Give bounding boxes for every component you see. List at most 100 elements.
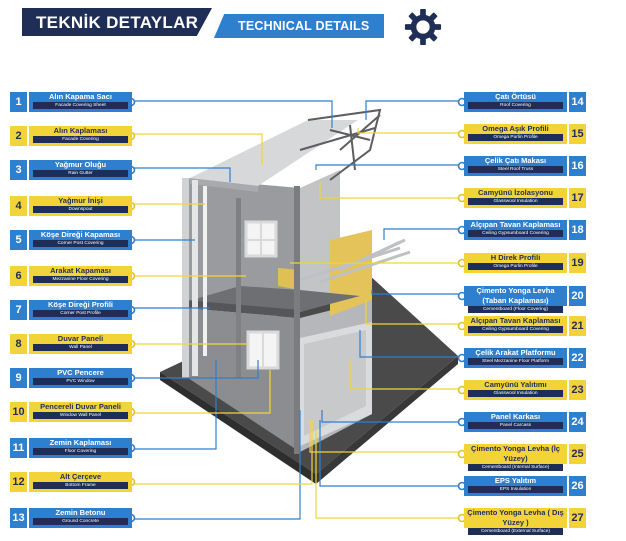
callout-label-en: Corner Post Covering: [33, 240, 128, 247]
callout-number: 13: [10, 508, 27, 528]
callout-number: 17: [569, 188, 586, 208]
callout-number: 3: [10, 160, 27, 180]
callout-label-en: Cementboard (External Surface): [468, 528, 563, 535]
title-banner-tr: TEKNİK DETAYLAR: [22, 8, 212, 36]
callout-number: 1: [10, 92, 27, 112]
callout-number: 21: [569, 316, 586, 336]
callout-label-tr: Alt Çerçeve: [59, 472, 102, 481]
callout-label-tr: Zemin Betonu: [55, 508, 106, 517]
callout-box: Çimento Yonga Levha ( Dış Yüzey )Cementb…: [464, 508, 567, 535]
callout-label-en: Corner Post Profile: [33, 310, 128, 317]
callout-label-tr: Arakat Kapaması: [50, 266, 111, 275]
callout-number: 9: [10, 368, 27, 388]
callout-label-en: Glasswool Insulation: [468, 198, 563, 205]
callout-number: 8: [10, 334, 27, 354]
callout-label-en: Steel Roof Truss: [468, 166, 563, 173]
callout-label-en: Roof Covering: [468, 102, 563, 109]
callout-label-tr: Çimento Yonga Levha (Taban Kaplaması): [476, 286, 555, 305]
callout-number: 10: [10, 402, 27, 422]
corner-post-covering: [182, 178, 189, 378]
callout-label-tr: PVC Pencere: [57, 368, 104, 377]
callout-number: 26: [569, 476, 586, 496]
callout-label-en: Omega Purlin Profile: [468, 263, 563, 270]
callout-number: 15: [569, 124, 586, 144]
downspout: [203, 186, 207, 356]
callout-number: 25: [569, 444, 586, 464]
callout-number: 4: [10, 196, 27, 216]
callout-number: 23: [569, 380, 586, 400]
callout-number: 2: [10, 126, 27, 146]
callout-label-tr: EPS Yalıtım: [494, 476, 537, 485]
callout-box: Çimento Yonga Levha (Taban Kaplaması)Cem…: [464, 286, 567, 313]
callout-label-en: Omega Purlin Profile: [468, 134, 563, 141]
page-subtitle: TECHNICAL DETAILS: [238, 19, 370, 33]
callout-label-tr: Çimento Yonga Levha ( Dış Yüzey ): [467, 508, 564, 527]
callout-label-tr: Pencereli Duvar Paneli: [40, 402, 121, 411]
callout-label-tr: Köşe Direği Kapaması: [40, 230, 121, 239]
front-wall-upper: [185, 178, 300, 312]
roof-covering: [190, 120, 358, 186]
callout-number: 11: [10, 438, 27, 458]
gear-icon: [404, 8, 442, 46]
callout-label-tr: Camyünü Yalıtımı: [484, 380, 547, 389]
callout-number: 12: [10, 472, 27, 492]
callout-number: 27: [569, 508, 586, 528]
callout-label-tr: Alçıpan Tavan Kaplaması: [470, 220, 561, 229]
callout-label-en: Panel Carcass: [468, 422, 563, 429]
callout-number: 24: [569, 412, 586, 432]
callout-label-en: Mezzanine Floor Covering: [33, 276, 128, 283]
callout-label-en: Wall Panel: [33, 344, 128, 351]
callout-label-tr: Çelik Çatı Makası: [484, 156, 547, 165]
callout-number: 18: [569, 220, 586, 240]
callout-label-en: Downspout: [33, 206, 128, 213]
callout-number: 19: [569, 253, 586, 273]
callout-label-tr: H Direk Profili: [490, 253, 541, 262]
callout-label-en: Facade Covering Sheet: [33, 102, 128, 109]
callout-label-en: Bottom Frame: [33, 482, 128, 489]
callout-label-en: Window Wall Panel: [33, 412, 128, 419]
callout-label-tr: Köşe Direği Profili: [47, 300, 113, 309]
callout-label-tr: Çelik Arakat Platformu: [475, 348, 556, 357]
callout-label-en: Rain Gutter: [33, 170, 128, 177]
callout-label-en: Ceiling Gypsumboard Covering: [468, 230, 563, 237]
callout-label-en: Facade Covering: [33, 136, 128, 143]
callout-number: 22: [569, 348, 586, 368]
callout-number: 20: [569, 286, 586, 306]
callout-label-tr: Omega Aşık Profili: [482, 124, 549, 133]
callout-label-en: Cementboard (Floor Covering): [468, 306, 563, 313]
callout-label-tr: Duvar Paneli: [57, 334, 104, 343]
callout-label-tr: Çimento Yonga Levha (İç Yüzey): [471, 444, 560, 463]
callout-label-en: Ground Concrete: [33, 518, 128, 525]
corner-post: [192, 180, 198, 376]
callout-label-tr: Çatı Örtüsü: [495, 92, 536, 101]
callout-label-tr: Alın Kapama Sacı: [49, 92, 112, 101]
callout-box: Çimento Yonga Levha (İç Yüzey)Cementboar…: [464, 444, 567, 471]
callout-label-en: PVC Window: [33, 378, 128, 385]
callout-number: 14: [569, 92, 586, 112]
callout-label-tr: Alçıpan Tavan Kaplaması: [470, 316, 561, 325]
callout-label-tr: Panel Karkası: [490, 412, 541, 421]
callout-label-tr: Yağmur Oluğu: [54, 160, 107, 169]
